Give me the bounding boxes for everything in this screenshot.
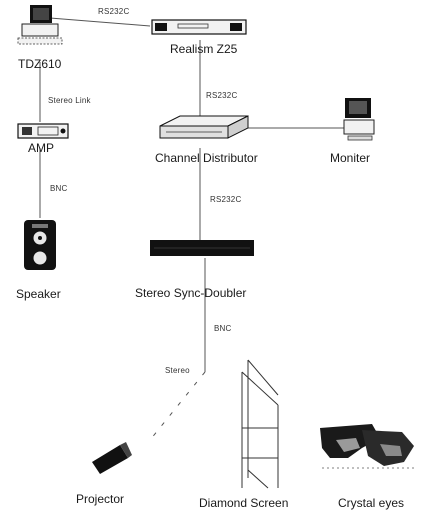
channel-distributor-icon bbox=[160, 116, 248, 138]
label-speaker: Speaker bbox=[16, 287, 61, 301]
realism-z25-icon bbox=[152, 20, 246, 34]
label-realism-z25: Realism Z25 bbox=[170, 42, 237, 56]
label-conn-tdz-realism: RS232C bbox=[98, 7, 129, 16]
tdz610-icon bbox=[18, 5, 62, 44]
label-crystal-eyes: Crystal eyes bbox=[338, 496, 404, 510]
label-diamond-screen: Diamond Screen bbox=[199, 496, 288, 510]
label-channel-distributor: Channel Distributor bbox=[155, 151, 258, 165]
line-tdz-realism bbox=[50, 18, 150, 26]
label-amp: AMP bbox=[28, 141, 54, 155]
label-stereo-sync-doubler: Stereo Sync-Doubler bbox=[135, 286, 246, 300]
label-conn-projector-stereo: Stereo bbox=[165, 366, 190, 375]
diamond-screen-icon bbox=[242, 360, 278, 488]
label-conn-realism-distributor: RS232C bbox=[206, 91, 237, 100]
label-projector: Projector bbox=[76, 492, 124, 506]
stereo-sync-doubler-icon bbox=[150, 240, 254, 256]
projector-icon bbox=[92, 442, 132, 474]
label-conn-tdz-amp: Stereo Link bbox=[48, 96, 91, 105]
label-tdz610: TDZ610 bbox=[18, 57, 61, 71]
line-projector-diag bbox=[150, 372, 205, 440]
amp-icon bbox=[18, 124, 68, 138]
label-conn-amp-speaker: BNC bbox=[50, 184, 68, 193]
label-monitor: Moniter bbox=[330, 151, 370, 165]
label-conn-doubler-projector: BNC bbox=[214, 324, 232, 333]
speaker-icon bbox=[24, 220, 56, 270]
crystal-eyes-icon bbox=[318, 422, 414, 474]
label-conn-distributor-doubler: RS232C bbox=[210, 195, 241, 204]
monitor-icon bbox=[344, 98, 374, 140]
